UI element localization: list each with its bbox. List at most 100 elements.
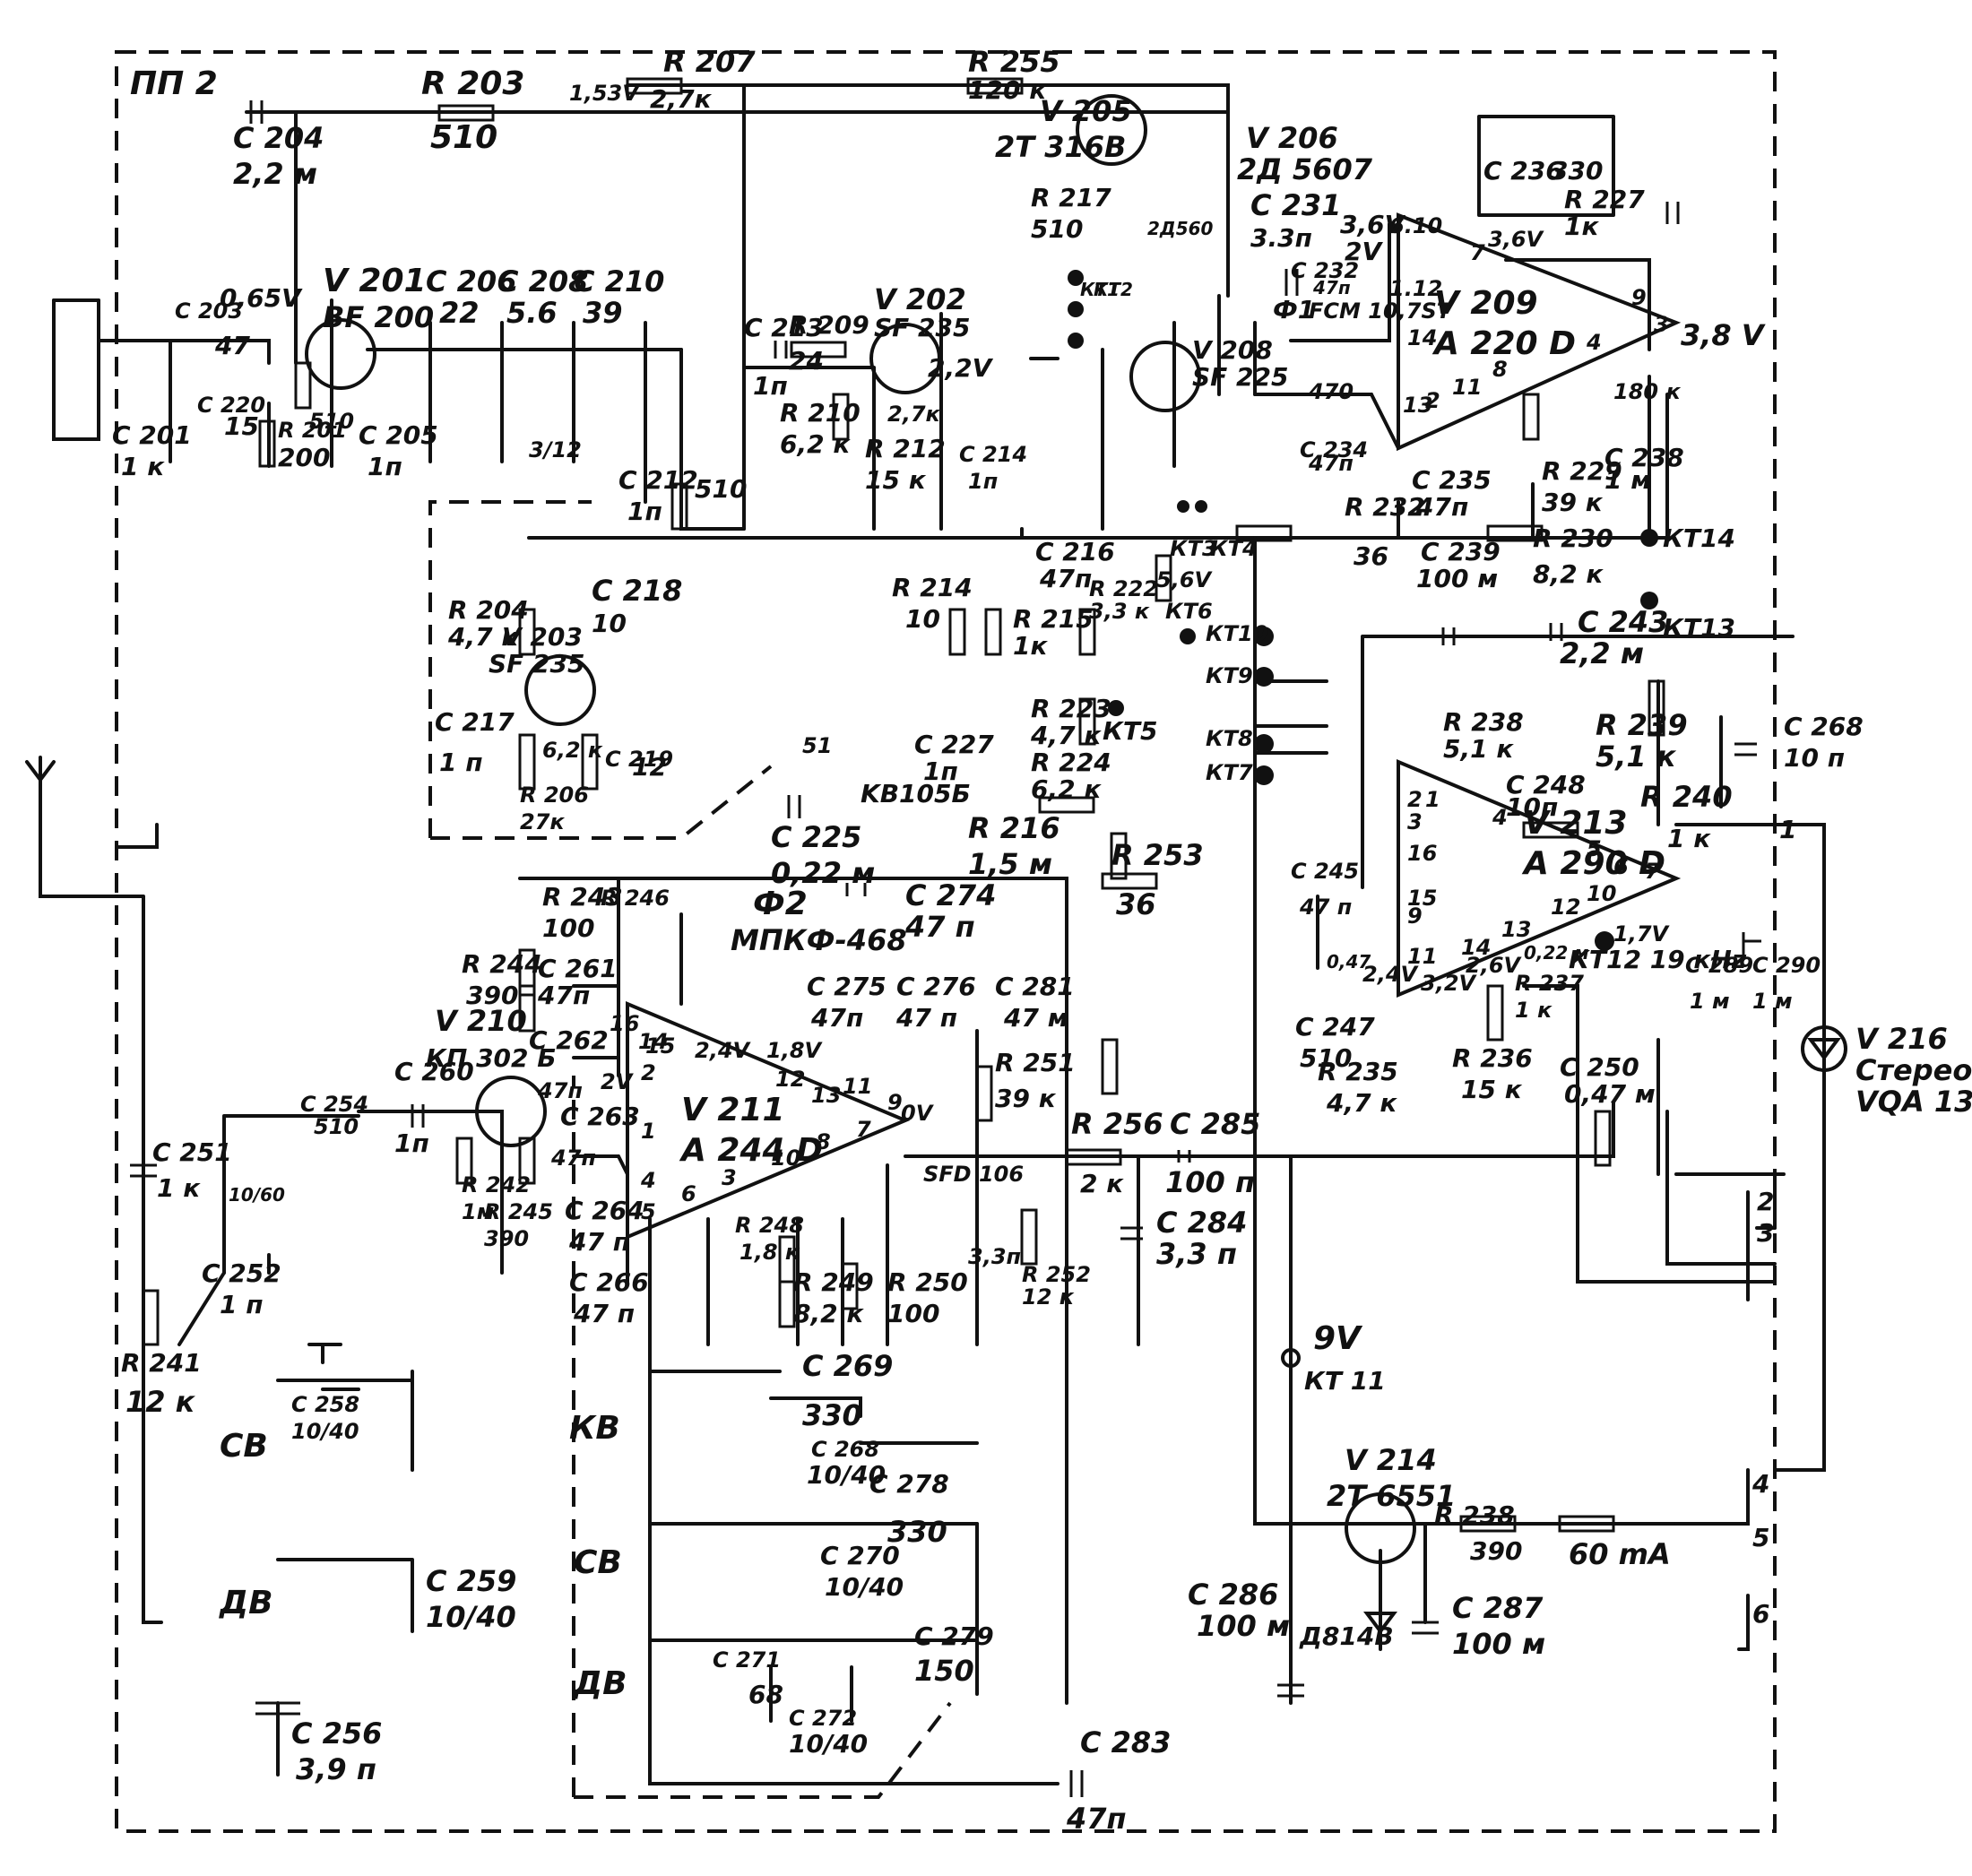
c268b-value: 10/40 xyxy=(807,1460,886,1490)
c218-value: 10 xyxy=(592,609,627,638)
c238-value: 1 м xyxy=(1604,465,1651,495)
v213-pin-label: 16 xyxy=(1407,841,1437,866)
c239-value: 100 м xyxy=(1416,564,1498,593)
c290-value: 1 м xyxy=(1752,989,1793,1014)
connector-pin-6: 6 xyxy=(1752,1599,1769,1629)
c256-ref: C 256 xyxy=(291,1716,382,1751)
r242-value: 1м xyxy=(462,1199,494,1224)
c266-value: 47 п xyxy=(573,1299,635,1328)
v211-pin-label: 12 xyxy=(775,1067,805,1092)
c250-value: 0,47 м xyxy=(1564,1079,1656,1109)
v212-type: SFD 106 xyxy=(923,1162,1024,1187)
r229-ref: R 229 xyxy=(1542,456,1622,486)
r237-value: 1 к xyxy=(1515,998,1553,1023)
ic-symbols xyxy=(626,212,1682,1241)
board-label: ПП 2 xyxy=(130,65,218,102)
c260-ref: C 260 xyxy=(394,1057,474,1086)
c204-ref: C 204 xyxy=(233,121,324,155)
c231-ref: C 231 xyxy=(1250,188,1341,222)
r241-ref: R 241 xyxy=(121,1348,202,1378)
capacitor-symbols xyxy=(130,100,1761,1797)
tp-kt14: КТ14 xyxy=(1663,523,1735,553)
r241-value: 12 к xyxy=(125,1385,196,1419)
c254-ref: C 254 xyxy=(300,1092,368,1117)
c271-value: 68 xyxy=(748,1680,783,1709)
c283-value: 47п xyxy=(1066,1802,1127,1836)
c205-value: 1п xyxy=(368,452,402,481)
v209-pin-label: 3 xyxy=(1654,312,1669,337)
filter-f2-type: МПКФ-468 xyxy=(731,923,907,957)
v210-ref: V 210 xyxy=(435,1004,527,1038)
c287-ref: C 287 xyxy=(1452,1591,1544,1625)
c246-value: 0,47 xyxy=(1327,951,1371,973)
c263-ref: C 263 xyxy=(560,1102,640,1131)
r222-value: 3,3 к xyxy=(1089,599,1150,624)
r205-value: 6,2 к xyxy=(542,738,603,763)
v211-pin-label: 1 xyxy=(641,1119,656,1144)
r238b-ref: R 238 xyxy=(1434,1500,1515,1530)
connector-pin-1: 1 xyxy=(1779,815,1796,844)
c252-value: 1 п xyxy=(220,1290,264,1319)
c268b-ref: C 268 xyxy=(811,1437,879,1462)
c227-value: 1п xyxy=(923,756,958,786)
r207-value: 2,7к xyxy=(650,84,713,114)
voltage-label: 3,8 V xyxy=(1681,318,1766,352)
c213-ref: C 213 xyxy=(744,313,824,342)
c274-ref: C 274 xyxy=(905,878,996,912)
v213-pin-label: 9 xyxy=(1407,903,1423,929)
v211-pin-label: 2 xyxy=(641,1060,656,1085)
c281-value: 47 м xyxy=(1003,1003,1068,1033)
r229-value: 39 к xyxy=(1542,488,1604,517)
band-sw: КВ xyxy=(569,1410,620,1447)
r252-value: 12 к xyxy=(1022,1284,1075,1310)
v209-pin-label: 4 xyxy=(1586,330,1602,355)
c231-value: 3.3п xyxy=(1250,223,1312,253)
r240-value: 1 к xyxy=(1667,824,1711,853)
c219-value: 12 xyxy=(632,752,667,782)
c269-ref: C 269 xyxy=(802,1349,893,1383)
voltage-label: 2,4V xyxy=(1362,962,1420,987)
ic-v209-ref: V 209 xyxy=(1434,285,1538,322)
filter-f1-type: FCM 10,7ST xyxy=(1309,298,1453,324)
c251-value: 1 к xyxy=(157,1173,201,1203)
r237-ref: R 237 xyxy=(1515,971,1584,996)
c281-ref: C 281 xyxy=(995,972,1075,1001)
r242-ref: R 242 xyxy=(462,1172,531,1197)
v214-ref: V 214 xyxy=(1345,1443,1437,1477)
r213-value: 2,7к xyxy=(887,402,941,427)
am-block-boundary xyxy=(574,1701,952,1799)
v213-pin-label: 4 xyxy=(1492,805,1508,830)
tp-kt12: КТ12 19 кHz xyxy=(1569,945,1747,974)
r252-ref: R 252 xyxy=(1022,1262,1091,1287)
v209-pin-label: 9 xyxy=(1631,285,1647,310)
c259-value: 10/40 xyxy=(426,1600,516,1634)
r216-ref: R 216 xyxy=(968,811,1060,845)
v211-pin-label: 13 xyxy=(811,1083,841,1108)
c251-ref: C 251 xyxy=(152,1137,232,1167)
c205-ref: C 205 xyxy=(359,420,438,450)
c225-value: 0,22 м xyxy=(771,856,875,890)
band-lw: ДВ xyxy=(573,1665,627,1702)
c263-value: 47п xyxy=(550,1145,596,1171)
c223-value: 51 xyxy=(802,733,832,758)
r239-ref: R 239 xyxy=(1596,708,1688,742)
c217-value: 1 п xyxy=(439,748,483,777)
test-point-dots xyxy=(1068,270,1658,1368)
voltage-label: 0,65V xyxy=(220,283,303,313)
c289-value: 1 м xyxy=(1690,989,1730,1014)
v209-pin-label: 8 xyxy=(1492,357,1508,382)
r239-value: 5,1 к xyxy=(1596,739,1677,774)
c268-ref: C 268 xyxy=(1784,712,1864,741)
c276-value: 47 п xyxy=(895,1003,957,1033)
c272-value: 10/40 xyxy=(789,1729,868,1759)
r207-ref: R 207 xyxy=(663,45,756,79)
c236-value: 330 xyxy=(1551,156,1603,186)
c270-value: 10/40 xyxy=(825,1572,904,1602)
c278-value: 330 xyxy=(887,1515,947,1549)
c212-ref: C 212 xyxy=(618,465,698,495)
r201-ref: R 201 xyxy=(278,418,347,443)
r240-ref: R 240 xyxy=(1640,780,1733,814)
band-lw-antenna: ДВ xyxy=(219,1585,273,1621)
v213-pin-label: 15 xyxy=(1407,886,1437,911)
c256-value: 3,9 п xyxy=(296,1752,376,1786)
